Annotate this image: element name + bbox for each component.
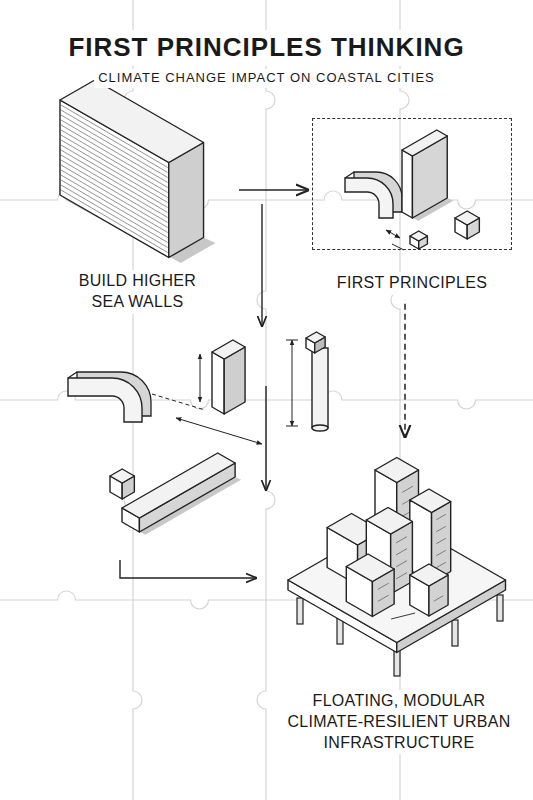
- block-face: [455, 211, 479, 225]
- floating-city: [288, 458, 506, 677]
- process-arrow: [120, 560, 256, 578]
- pillar: [312, 348, 328, 428]
- dimension-line: [152, 394, 205, 410]
- support-leg: [452, 620, 458, 646]
- dimension-line: [292, 340, 293, 426]
- process-arrow: [261, 204, 262, 326]
- window-line: [396, 549, 407, 555]
- support-leg: [394, 650, 400, 676]
- block-face: [288, 518, 506, 643]
- concept-node: FLOATING, MODULAR CLIMATE-RESILIENT URBA…: [278, 440, 520, 760]
- window-line: [434, 596, 444, 602]
- dimension-tick: [286, 340, 298, 341]
- block-face: [60, 80, 204, 163]
- support-leg: [337, 618, 343, 644]
- block-face: [122, 453, 235, 518]
- decomposed-parts: [68, 332, 328, 535]
- window-line: [436, 526, 446, 532]
- node-label: BUILD HIGHER SEA WALLS: [63, 270, 213, 314]
- window-line: [436, 562, 446, 568]
- window-line: [396, 561, 407, 567]
- node-label: FLOATING, MODULAR CLIMATE-RESILIENT URBA…: [283, 690, 515, 754]
- connector-arrow: [404, 304, 406, 437]
- duct-elbow: [68, 378, 142, 422]
- support-leg: [497, 595, 503, 621]
- block-face: [410, 489, 451, 513]
- hatch-line: [61, 150, 168, 213]
- block-face: [402, 150, 412, 218]
- hatch-line: [61, 175, 168, 238]
- sea-wall: [60, 80, 216, 263]
- subtitle-block: CLIMATE CHANGE IMPACT ON COASTAL CITIES: [0, 68, 533, 88]
- hatch-line: [61, 140, 168, 203]
- hatch-line: [61, 125, 168, 188]
- hatch-line: [61, 145, 168, 208]
- window-line: [396, 573, 407, 579]
- window-line: [378, 583, 389, 589]
- block-face: [366, 508, 412, 535]
- window-line: [378, 595, 389, 601]
- subtitle: CLIMATE CHANGE IMPACT ON COASTAL CITIES: [94, 69, 439, 88]
- principles-frame: FIRST PRINCIPLES: [312, 118, 512, 301]
- node-label: FIRST PRINCIPLES: [333, 272, 491, 295]
- dimension-tick: [286, 426, 298, 427]
- block-face: [410, 231, 427, 241]
- window-line: [396, 537, 407, 543]
- spacer: [155, 189, 165, 190]
- process-arrow: [265, 386, 266, 490]
- block-face: [410, 564, 448, 586]
- dimension-line: [386, 230, 400, 238]
- hatch-line: [61, 165, 168, 228]
- hatch-line: [61, 120, 168, 183]
- window-line: [436, 550, 446, 556]
- dimension-line: [176, 418, 262, 444]
- block-face: [110, 469, 134, 483]
- block-face: [212, 340, 245, 359]
- ripple-line: [391, 613, 415, 619]
- hatch-line: [61, 155, 168, 218]
- concept-node: BUILD HIGHER SEA WALLS: [40, 95, 235, 320]
- hatch-line: [61, 185, 168, 248]
- title: FIRST PRINCIPLES THINKING: [64, 30, 468, 66]
- hatch-line: [61, 135, 168, 198]
- duct-elbow: [345, 178, 393, 218]
- block-face: [306, 332, 325, 343]
- hatch-line: [61, 115, 168, 178]
- hatch-line: [61, 170, 168, 233]
- block-face: [402, 130, 447, 156]
- support-leg: [297, 598, 303, 624]
- connector-arrow: [239, 189, 308, 191]
- window-line: [436, 514, 446, 520]
- window-line: [436, 538, 446, 544]
- hatch-line: [61, 180, 168, 243]
- window-line: [402, 486, 413, 492]
- hatch-line: [61, 105, 168, 168]
- duct-edge: [68, 372, 77, 378]
- hatch-line: [61, 190, 168, 253]
- pillar-base: [312, 425, 328, 431]
- title-block: FIRST PRINCIPLES THINKING: [0, 30, 533, 66]
- duct-edge: [345, 172, 354, 178]
- block-face: [375, 458, 419, 483]
- hatch-line: [61, 110, 168, 173]
- block-face: [346, 554, 394, 582]
- hatch-line: [61, 130, 168, 193]
- dashed-frame: [312, 118, 512, 250]
- component-parts: [345, 130, 479, 250]
- block-face: [212, 352, 224, 414]
- hatch-line: [61, 160, 168, 223]
- dimension-line: [200, 354, 201, 402]
